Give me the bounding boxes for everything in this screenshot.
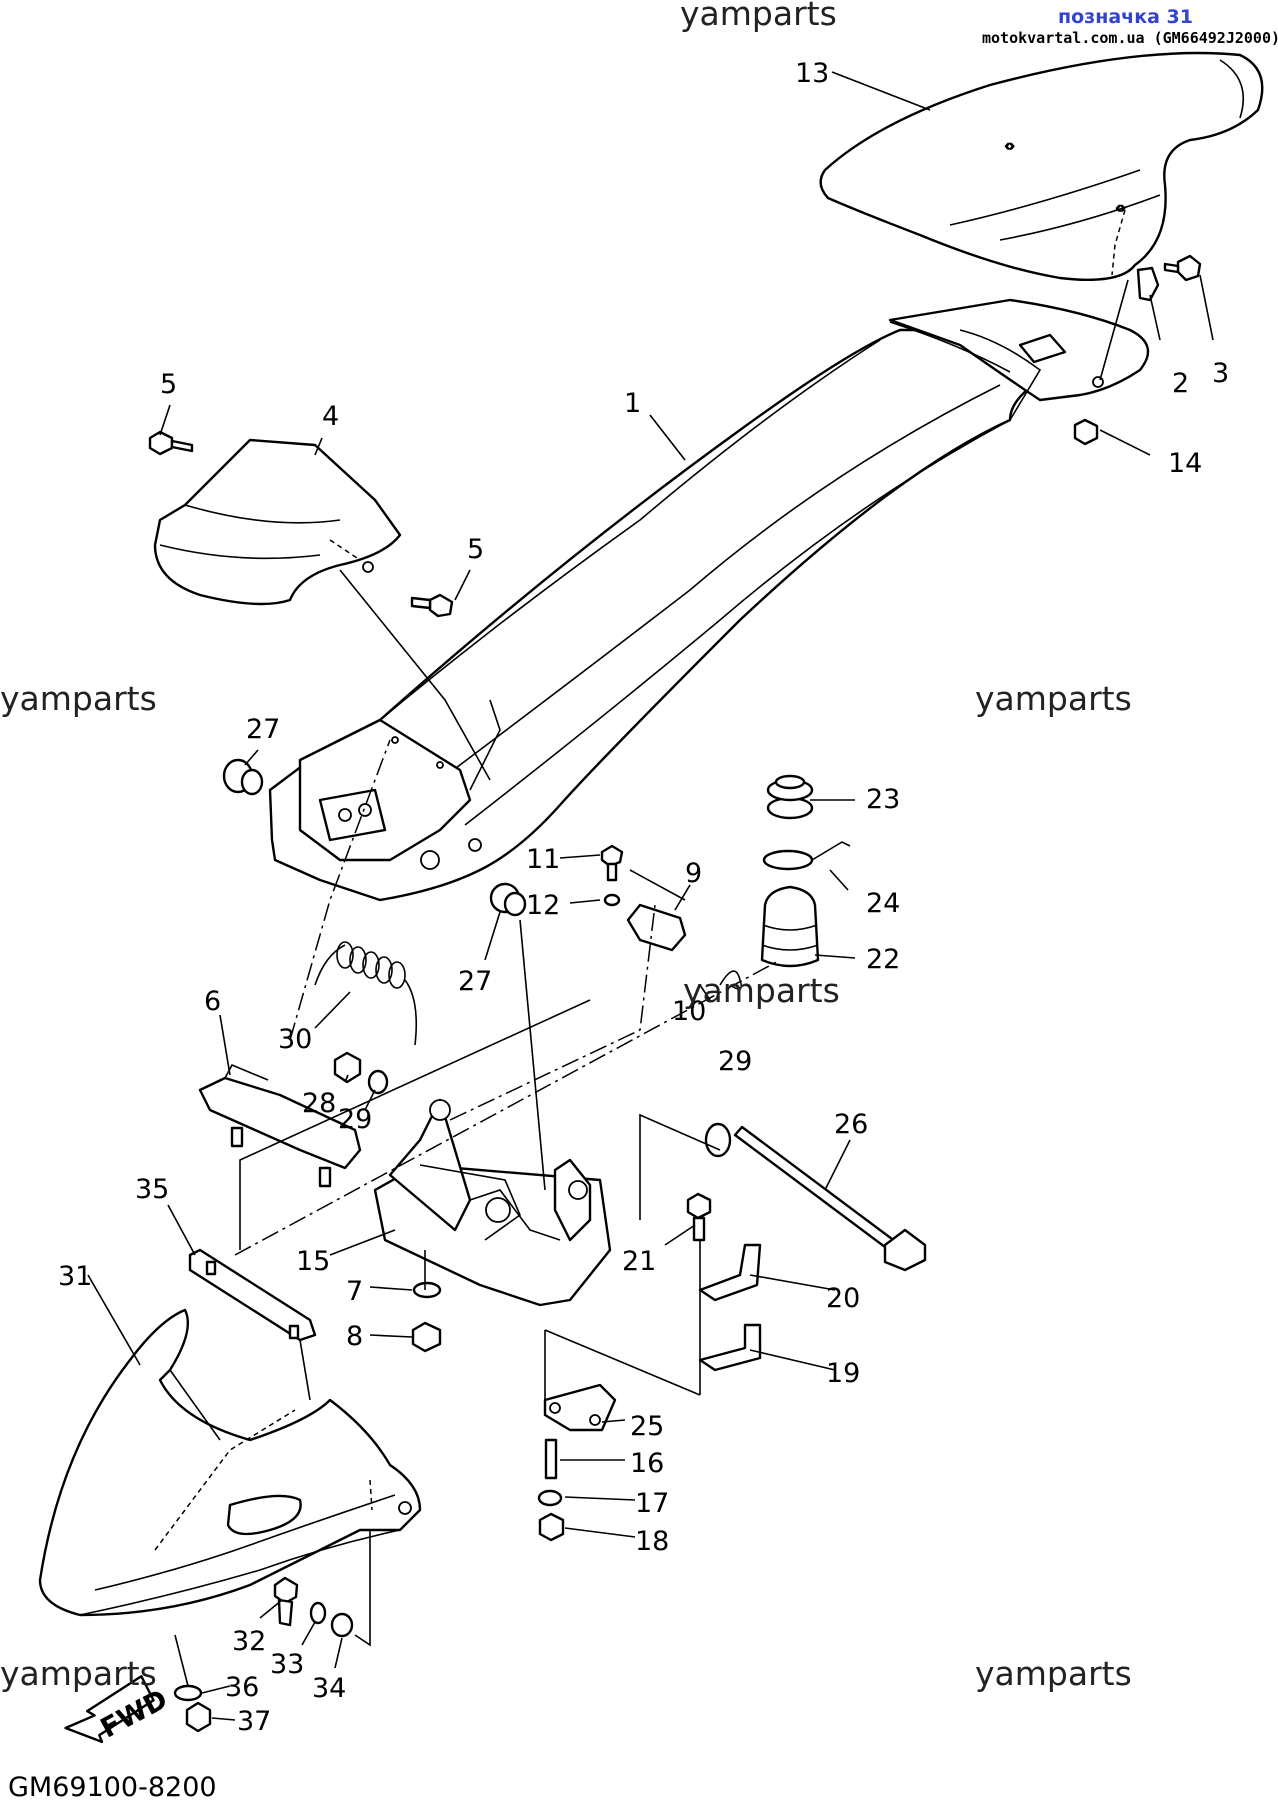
part-22-boot [760, 885, 820, 968]
callout-8: 8 [346, 1321, 363, 1352]
watermarks: yamparts yamparts yamparts yamparts yamp… [0, 679, 1132, 1693]
callout-29b: 29 [338, 1104, 372, 1135]
callout-7: 7 [346, 1276, 363, 1307]
callout-24: 24 [866, 888, 900, 919]
part-6-bracket [198, 1063, 362, 1188]
page-link[interactable]: позначка 31 [1058, 6, 1193, 28]
watermark: yamparts [975, 679, 1132, 718]
part-23-grommet [766, 774, 814, 820]
callout-17: 17 [635, 1488, 669, 1519]
watermark: yamparts [683, 971, 840, 1010]
part-13-seat-cover: ‹› ‹› [819, 51, 1264, 281]
callout-3: 3 [1212, 358, 1229, 389]
part-24-band [762, 841, 851, 871]
assembly-lines [174, 279, 1129, 1687]
callout-20: 20 [826, 1283, 860, 1314]
callout-25: 25 [630, 1411, 664, 1442]
part-26-long-bolt [733, 1125, 927, 1272]
watermark: yamparts [0, 679, 157, 718]
leader-lines [87, 71, 1214, 1721]
callout-11: 11 [526, 844, 560, 875]
callout-13: 13 [795, 58, 829, 89]
callout-32: 32 [232, 1626, 266, 1657]
callout-16: 16 [630, 1448, 664, 1479]
callout-27a: 27 [246, 714, 280, 745]
callout-36: 36 [225, 1672, 259, 1703]
callout-9: 9 [685, 858, 702, 889]
callout-1: 1 [624, 388, 641, 419]
part-4-front-cover [153, 438, 402, 606]
part-30-spring [314, 941, 418, 1046]
callout-2: 2 [1172, 368, 1189, 399]
callout-12: 12 [526, 890, 560, 921]
part-31-nose [38, 1308, 422, 1617]
callout-34: 34 [312, 1673, 346, 1704]
watermark: yamparts [0, 1654, 157, 1693]
callout-5a: 5 [160, 369, 177, 400]
callout-26: 26 [834, 1109, 868, 1140]
part-15-base [373, 1098, 612, 1307]
callout-37: 37 [237, 1706, 271, 1737]
diagram-code: GM69100-8200 [8, 1772, 217, 1800]
watermark: yamparts [975, 1654, 1132, 1693]
callout-19: 19 [826, 1358, 860, 1389]
callout-33: 33 [270, 1649, 304, 1680]
callout-23: 23 [866, 784, 900, 815]
small-hardware [148, 254, 1202, 1733]
svg-text:‹›: ‹› [1005, 137, 1015, 153]
callout-10: 10 [672, 996, 706, 1027]
svg-text:‹›: ‹› [1116, 199, 1126, 215]
callout-30: 30 [278, 1024, 312, 1055]
callout-6: 6 [204, 986, 221, 1017]
callout-15: 15 [296, 1246, 330, 1277]
watermark-top: yamparts [680, 0, 837, 33]
callout-5b: 5 [467, 534, 484, 565]
source-label: motokvartal.com.ua (GM66492J2000) [982, 29, 1278, 47]
callout-31: 31 [58, 1261, 92, 1292]
callout-27b: 27 [458, 966, 492, 997]
callout-18: 18 [635, 1526, 669, 1557]
callout-14: 14 [1168, 448, 1202, 479]
part-1-rear-body [268, 298, 1150, 902]
part-35-stay [188, 1248, 317, 1342]
callout-labels: 13 2 3 1 14 4 5 5 27 23 11 9 24 12 22 27… [58, 58, 1229, 1737]
callout-21: 21 [622, 1246, 656, 1277]
callout-28: 28 [302, 1088, 336, 1119]
callout-29a: 29 [718, 1046, 752, 1077]
callout-22: 22 [866, 944, 900, 975]
callout-4: 4 [322, 401, 339, 432]
callout-35: 35 [135, 1174, 169, 1205]
